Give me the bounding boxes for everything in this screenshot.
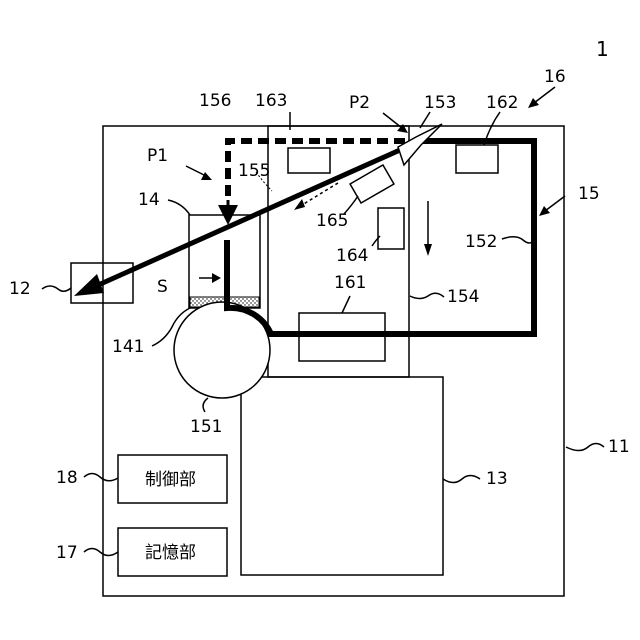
leader-17	[84, 549, 118, 556]
control-box-label: 制御部	[145, 470, 196, 490]
leader-154	[410, 293, 444, 298]
label-155: 155	[238, 161, 270, 181]
label-11: 11	[608, 437, 630, 457]
leader-151	[203, 398, 208, 412]
arrow-p1-shaft	[186, 166, 206, 176]
label-12: 12	[9, 279, 31, 299]
arrow-p1-head	[201, 172, 212, 180]
label-141: 141	[112, 337, 144, 357]
leader-13	[443, 476, 480, 483]
arrow-s-head	[212, 273, 221, 283]
label-161: 161	[334, 273, 366, 293]
leader-161	[342, 296, 350, 313]
box-162	[456, 145, 498, 173]
label-17: 17	[56, 543, 78, 563]
label-16: 16	[544, 67, 566, 87]
leader-18	[84, 474, 118, 481]
label-p2: P2	[349, 93, 370, 113]
label-s: S	[157, 277, 168, 297]
label-156: 156	[199, 91, 231, 111]
label-162: 162	[486, 93, 518, 113]
arrow-15-head	[539, 206, 550, 216]
arrow-16-head	[528, 98, 539, 108]
box-164	[378, 208, 404, 249]
label-18: 18	[56, 468, 78, 488]
figure-number: 1	[596, 37, 609, 61]
label-165: 165	[316, 211, 348, 231]
label-152: 152	[465, 232, 497, 252]
arrow-15-shaft	[545, 196, 565, 211]
storage-box-label: 記憶部	[145, 543, 196, 563]
label-13: 13	[486, 469, 508, 489]
leader-164	[372, 236, 380, 246]
label-153: 153	[424, 93, 456, 113]
leader-11	[566, 444, 604, 451]
label-14: 14	[138, 190, 160, 210]
box-163	[288, 148, 330, 173]
arrow-16-shaft	[534, 87, 555, 103]
label-p1: P1	[147, 146, 168, 166]
arrow-head-12	[74, 274, 104, 296]
label-163: 163	[255, 91, 287, 111]
leader-14	[168, 200, 190, 215]
storage-unit-13	[241, 377, 443, 575]
leader-152	[502, 237, 534, 243]
label-151: 151	[190, 417, 222, 437]
label-15: 15	[578, 184, 600, 204]
down-arrow-head	[424, 244, 432, 256]
label-164: 164	[336, 246, 368, 266]
label-154: 154	[447, 287, 479, 307]
dotted-arrow-head	[294, 199, 305, 210]
leader-12	[42, 286, 71, 291]
